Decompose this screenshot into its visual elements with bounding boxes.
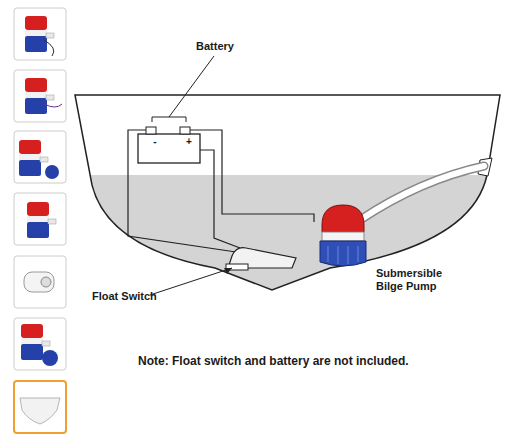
- part-label: Battery: [196, 40, 266, 53]
- discharge-hose: [360, 166, 484, 220]
- discharge-hose: [360, 166, 484, 220]
- terminal-sign: +: [182, 136, 196, 148]
- float-switch-symbol: [150, 248, 296, 295]
- part-label: Submersible Bilge Pump: [376, 267, 458, 292]
- wiring: [128, 130, 314, 252]
- part-label: Float Switch: [92, 290, 172, 303]
- bilge-pump-symbol: [320, 205, 366, 266]
- battery-symbol: [138, 56, 214, 163]
- terminal-sign: -: [148, 136, 162, 148]
- note-text: Note: Float switch and battery are not i…: [138, 355, 468, 369]
- thumbnail-strip: [14, 8, 66, 433]
- boat-hull: [60, 95, 510, 305]
